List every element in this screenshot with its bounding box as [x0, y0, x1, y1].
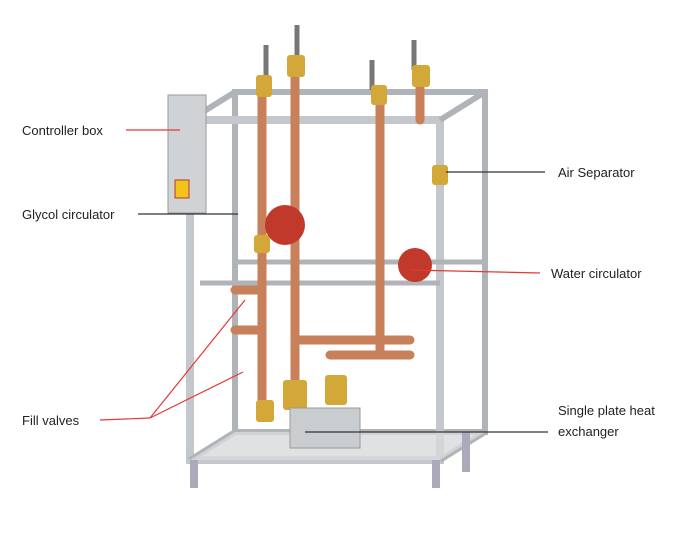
vent-stems — [263, 25, 417, 90]
leg — [190, 460, 198, 488]
leader-fill-valves — [149, 299, 246, 419]
leader-lines — [99, 129, 548, 433]
leader-fill-valves — [149, 371, 244, 419]
leg — [462, 432, 470, 472]
leg — [432, 460, 440, 488]
label-fill-valves: Fill valves — [22, 413, 80, 428]
leader-water-circulator — [409, 269, 541, 274]
label-controller-box: Controller box — [22, 123, 103, 138]
controller-switch — [174, 179, 190, 199]
water-pump — [398, 248, 432, 282]
brass-fittings — [254, 55, 448, 422]
label-water-circulator: Water circulator — [551, 266, 642, 281]
heat-exchanger — [289, 407, 361, 449]
label-heat-exchanger-line1: Single plate heat — [558, 403, 655, 418]
label-glycol-circulator: Glycol circulator — [22, 207, 115, 222]
leader-fill-valves — [99, 417, 151, 421]
label-air-separator: Air Separator — [558, 165, 635, 180]
label-heat-exchanger-line2: exchanger — [558, 424, 619, 439]
glycol-pump — [265, 205, 305, 245]
